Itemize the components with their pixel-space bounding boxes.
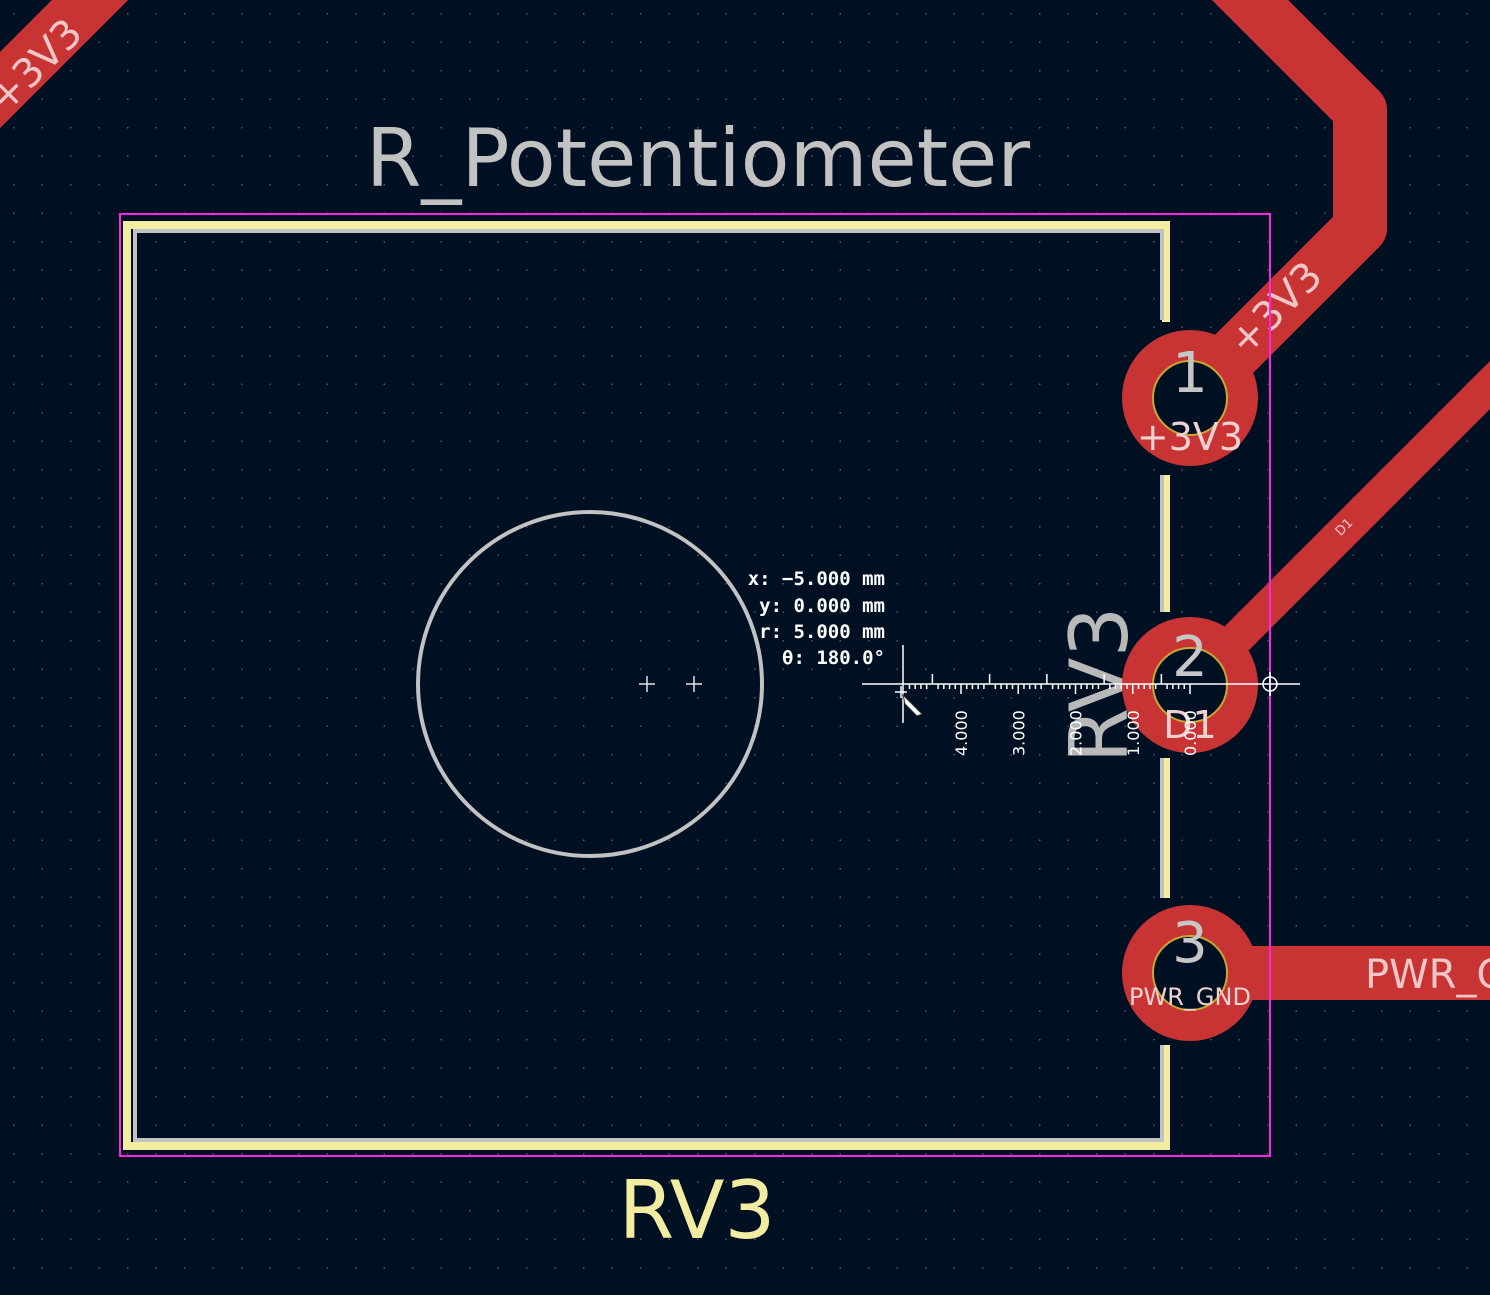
pad-3[interactable]: 3 PWR_GND xyxy=(1122,905,1258,1041)
pad-2-net: D1 xyxy=(1163,703,1216,747)
measure-ruler: 4.000 3.000 2.000 1.000 0.000 xyxy=(862,645,1300,756)
ruler-tick-label: 3.000 xyxy=(1009,710,1028,756)
fab-outline xyxy=(133,229,1164,1142)
cursor-crosshair-icon xyxy=(895,686,907,698)
measure-readout: x: −5.000 mm y: 0.000 mm r: 5.000 mm θ: … xyxy=(748,568,885,669)
readout-x: x: −5.000 mm xyxy=(748,568,885,590)
ruler-tick-label: 1.000 xyxy=(1124,710,1143,756)
track-d1[interactable] xyxy=(1177,360,1490,698)
footprint-value-text[interactable]: R_Potentiometer xyxy=(366,112,1030,205)
circle-center-markers xyxy=(639,676,702,692)
pad-1[interactable]: 1 +3V3 xyxy=(1122,330,1258,466)
readout-theta: θ: 180.0° xyxy=(782,647,885,669)
ruler-tick-label: 2.000 xyxy=(1067,710,1086,756)
track-3v3-top-left[interactable] xyxy=(0,0,130,130)
pad-2-number: 2 xyxy=(1172,625,1208,690)
track-3v3-right[interactable] xyxy=(1170,0,1387,418)
fab-circle[interactable] xyxy=(416,510,764,858)
pad-1-net: +3V3 xyxy=(1137,415,1243,459)
ruler-tick-label: 0.000 xyxy=(1181,710,1200,756)
readout-r: r: 5.000 mm xyxy=(759,621,885,643)
pointer-arrow-icon xyxy=(902,693,923,717)
pad-1-number: 1 xyxy=(1172,341,1208,406)
track-label-pwr-gnd: PWR_G xyxy=(1365,952,1490,998)
silkscreen-outline xyxy=(123,221,1170,1150)
ruler-tick-label: 4.000 xyxy=(952,710,971,756)
readout-y: y: 0.000 mm xyxy=(759,595,885,617)
silkscreen-reference-text[interactable]: RV3 xyxy=(619,1164,776,1257)
pad-3-number: 3 xyxy=(1172,911,1208,976)
pad-3-net: PWR_GND xyxy=(1129,983,1251,1011)
